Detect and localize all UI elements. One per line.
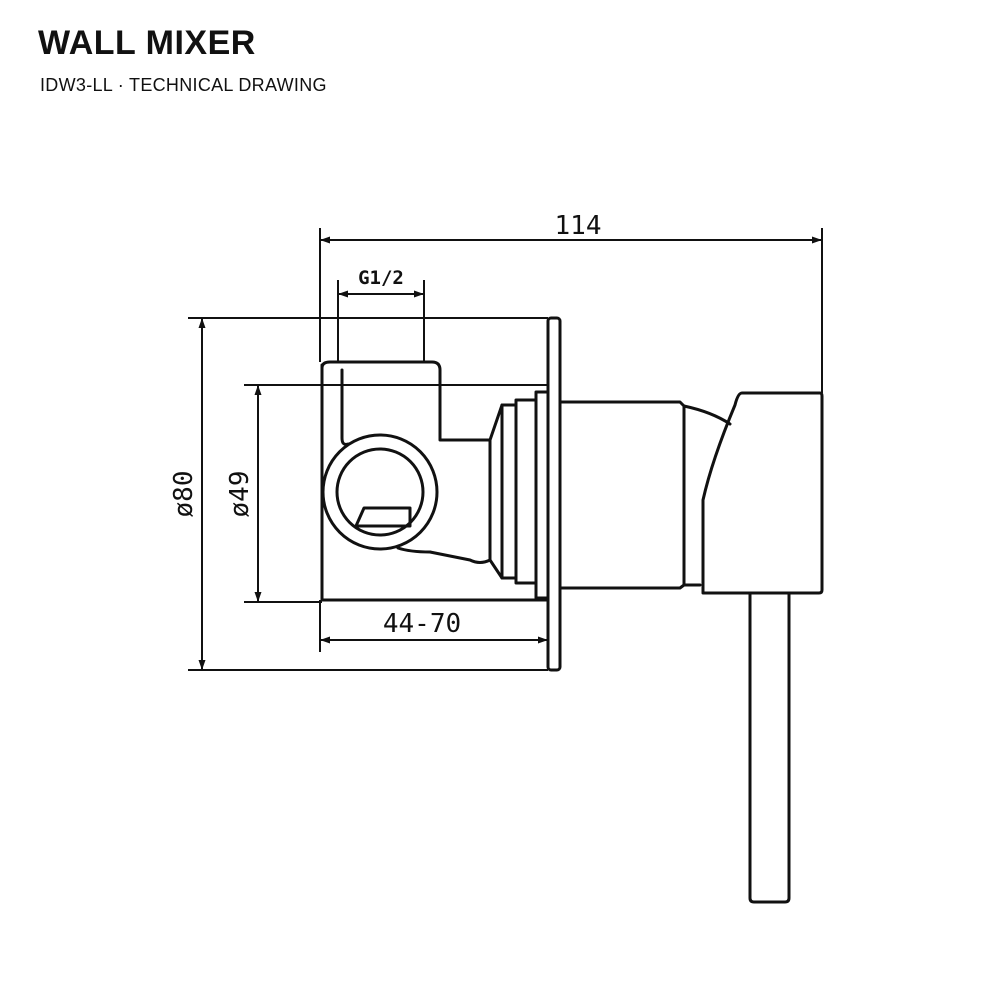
dimension-lines [188,228,823,671]
lever [748,591,791,904]
handle-hub [701,391,824,595]
page-subtitle: IDW3-LL · TECHNICAL DRAWING [40,75,327,95]
dimension-label-depth: 44-70 [383,609,461,639]
port-circle [321,433,439,551]
dimension-label-thread: G1/2 [358,267,404,289]
dimension-label-plate-diameter: ø80 [169,471,199,518]
dimension-label-114: 114 [555,211,602,241]
page-title: WALL MIXER [38,24,256,62]
dimension-label-body-diameter: ø49 [225,471,255,518]
mixer-outline [320,316,824,904]
cone-section [488,390,550,600]
cover-plate [546,316,562,672]
